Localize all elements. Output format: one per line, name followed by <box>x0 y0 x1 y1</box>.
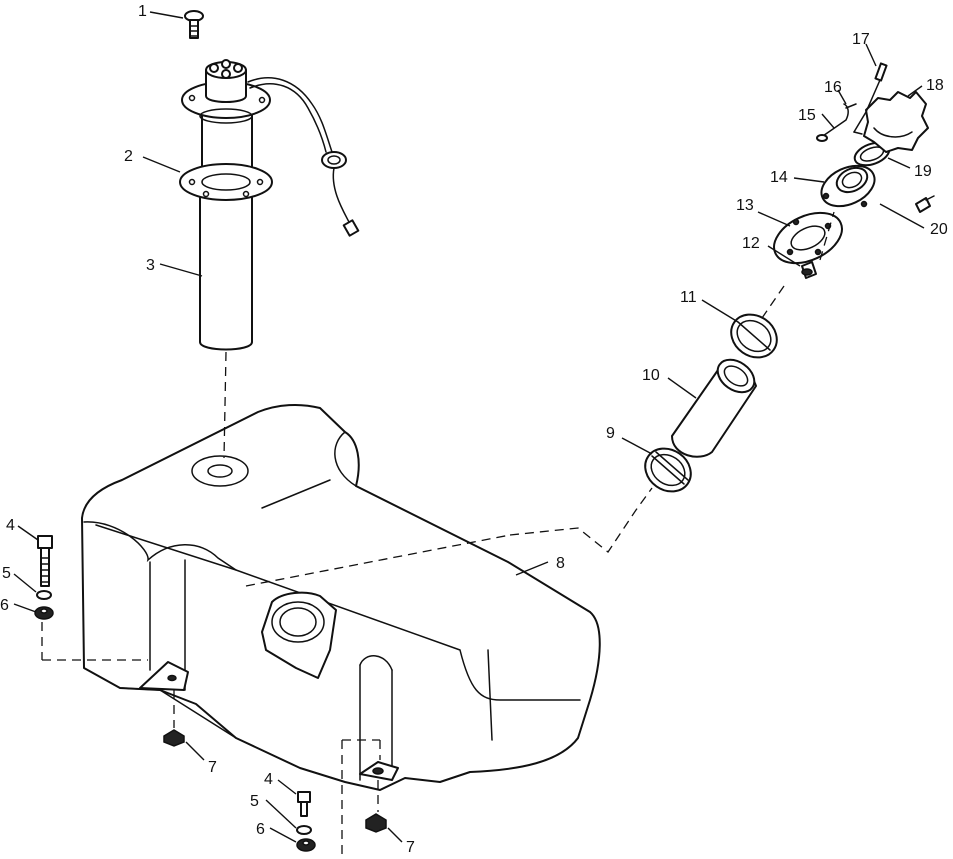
wire-connector <box>342 219 360 237</box>
callout-3: 3 <box>146 257 155 274</box>
pump-tube <box>199 189 253 351</box>
tank-filler-neck <box>261 591 337 679</box>
tank-mount-foot-left <box>139 661 189 691</box>
mount-bolt-lower <box>297 791 311 817</box>
callout-16: 16 <box>824 79 842 96</box>
nut-lower <box>296 838 316 852</box>
hose-clamp-lower <box>644 447 692 493</box>
mount-bolt-upper <box>37 535 53 587</box>
callout-7-right: 7 <box>406 839 415 856</box>
filler-screw <box>801 261 817 279</box>
callout-11: 11 <box>680 289 697 306</box>
callout-13: 13 <box>736 197 754 214</box>
cap-tether <box>816 62 888 142</box>
filler-hose <box>671 358 757 458</box>
lock-washer-lower <box>296 825 312 835</box>
callout-10: 10 <box>642 367 660 384</box>
nut-upper <box>34 606 54 620</box>
callout-5-lower: 5 <box>250 793 259 810</box>
callout-15: 15 <box>798 107 816 124</box>
callout-4-lower: 4 <box>264 771 273 788</box>
fuel-cap <box>863 91 929 153</box>
callout-6-lower: 6 <box>256 821 265 838</box>
callout-17: 17 <box>852 31 870 48</box>
lock-washer-upper <box>36 590 52 600</box>
callout-19: 19 <box>914 163 932 180</box>
screw <box>184 10 204 39</box>
callout-1: 1 <box>138 3 147 20</box>
callout-18: 18 <box>926 77 944 94</box>
grommet-right <box>365 813 387 833</box>
gasket <box>179 163 273 201</box>
callout-20: 20 <box>930 221 948 238</box>
callout-14: 14 <box>770 169 788 186</box>
callout-5-upper: 5 <box>2 565 11 582</box>
tether-rivet-left <box>816 134 828 142</box>
callout-8: 8 <box>556 555 565 572</box>
filler-rivet <box>915 195 935 213</box>
grommet-left <box>163 729 185 747</box>
callout-9: 9 <box>606 425 615 442</box>
callout-2: 2 <box>124 148 133 165</box>
callout-6-upper: 6 <box>0 597 9 614</box>
hose-clamp-upper <box>730 313 778 359</box>
callout-4-upper: 4 <box>6 517 15 534</box>
filler-gasket <box>773 211 843 265</box>
callout-12: 12 <box>742 235 760 252</box>
fuel-pump-assembly <box>179 10 360 351</box>
tether-rivet-top <box>874 62 888 82</box>
fuel-tank <box>81 403 601 791</box>
filler-neck <box>820 164 876 208</box>
callout-7-left: 7 <box>208 759 217 776</box>
